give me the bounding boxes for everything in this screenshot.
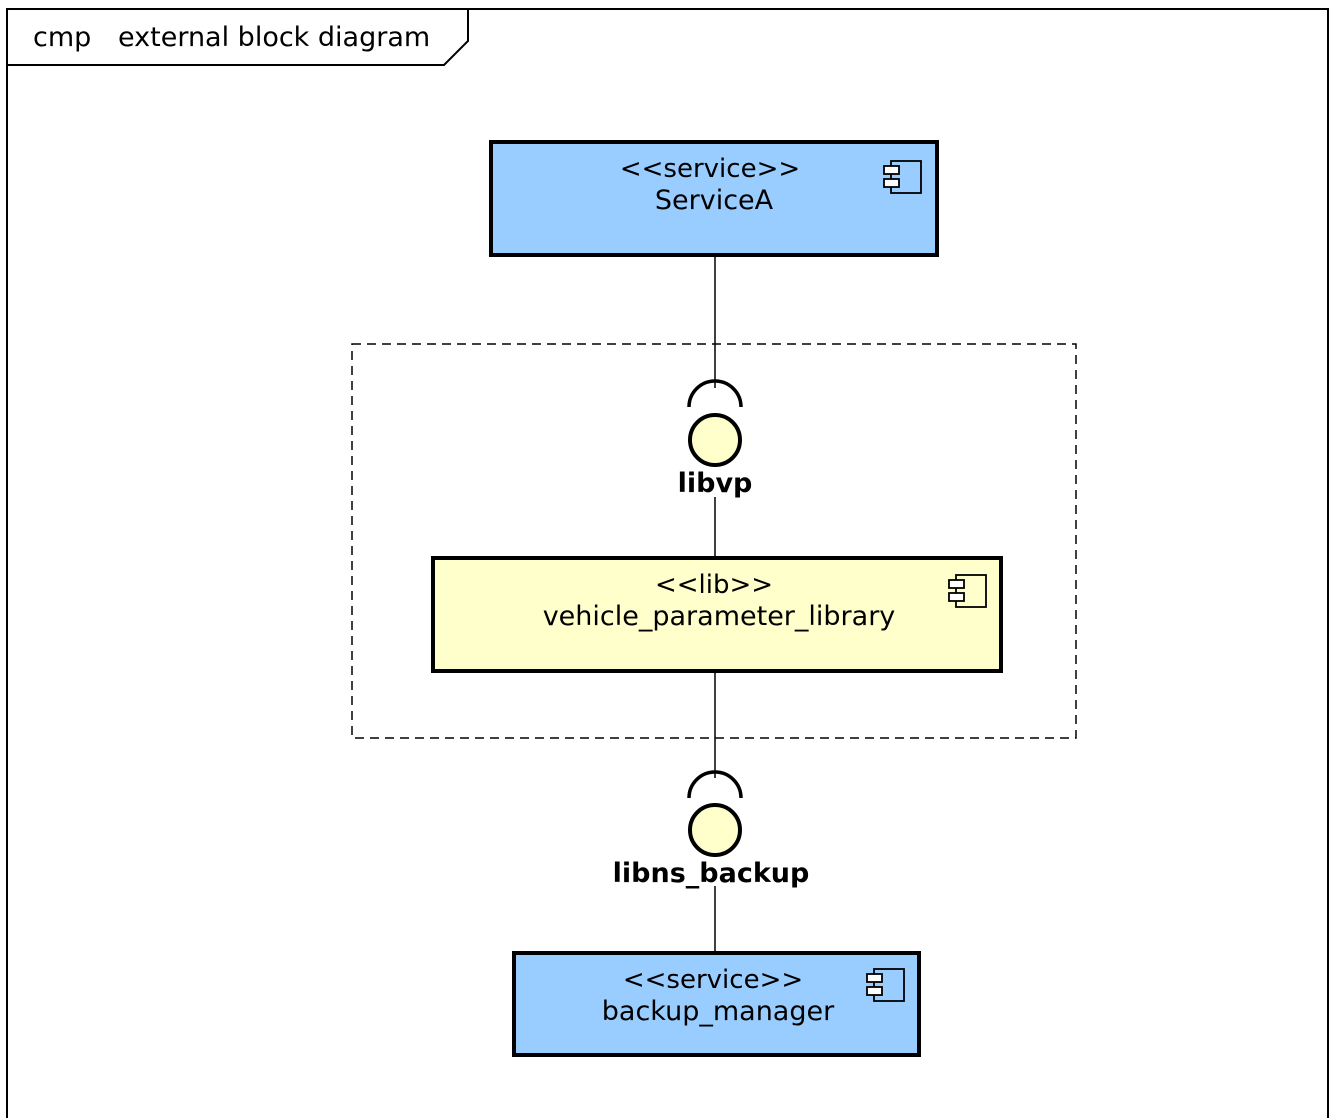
libvp-label: libvp <box>678 468 753 499</box>
library-boundary <box>351 343 1077 739</box>
component-icon <box>883 160 922 194</box>
frame-title: external block diagram <box>118 22 430 53</box>
service-a-stereotype: <<service>> <box>620 154 800 184</box>
component-service-a[interactable]: <<service>> ServiceA <box>489 140 939 257</box>
vehicle-library-stereotype: <<lib>> <box>655 570 773 600</box>
provided-interface-lollipop <box>688 413 742 467</box>
required-interface-socket <box>687 379 743 408</box>
libns-backup-label: libns_backup <box>613 858 810 889</box>
component-icon <box>948 574 987 608</box>
service-a-name: ServiceA <box>655 185 774 216</box>
vehicle-library-name: vehicle_parameter_library <box>543 601 896 632</box>
provided-interface-lollipop <box>688 803 742 857</box>
frame-tab <box>7 9 469 66</box>
component-backup-manager[interactable]: <<service>> backup_manager <box>512 951 921 1057</box>
interface-libvp[interactable]: libvp <box>678 379 753 499</box>
required-interface-socket <box>687 770 743 799</box>
frame-kind: cmp <box>33 22 91 53</box>
interface-libns-backup[interactable]: libns_backup <box>613 770 810 889</box>
component-vehicle-parameter-library[interactable]: <<lib>> vehicle_parameter_library <box>431 556 1003 673</box>
component-icon <box>866 968 905 1002</box>
backup-manager-name: backup_manager <box>602 996 835 1027</box>
backup-manager-stereotype: <<service>> <box>623 965 803 995</box>
